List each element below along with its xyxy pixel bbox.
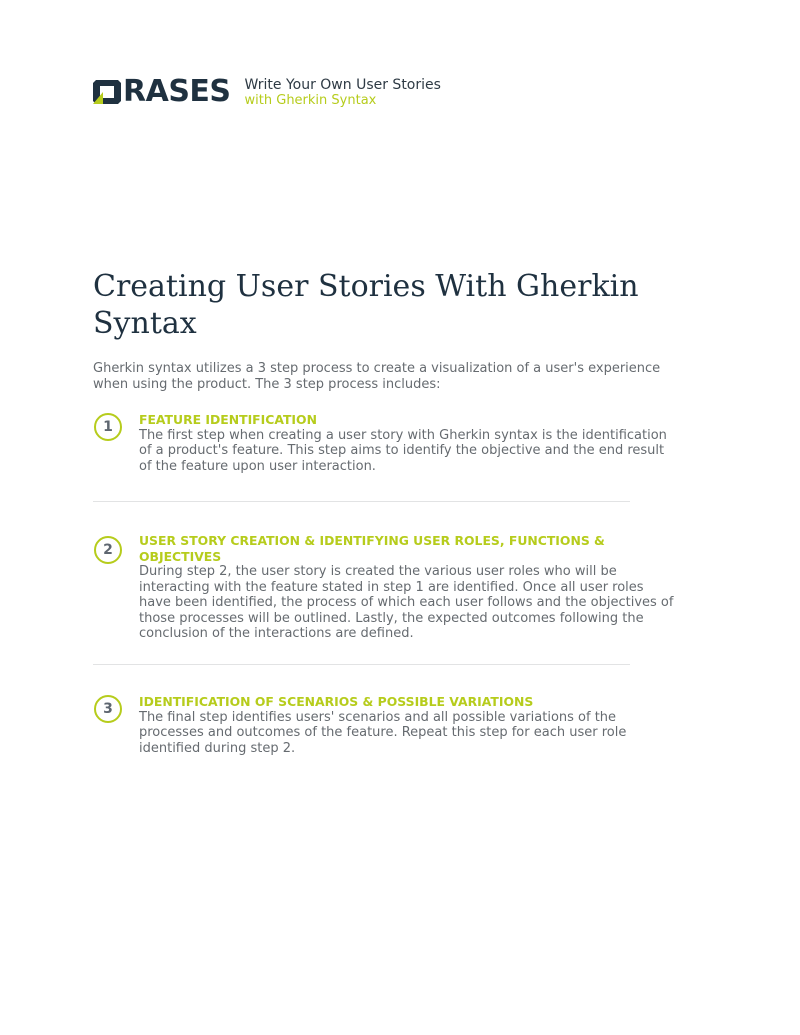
section-divider <box>93 501 630 502</box>
page-title: Creating User Stories With Gherkin Synta… <box>93 269 639 341</box>
document-tagline: Write Your Own User Stories with Gherkin… <box>244 77 441 109</box>
intro-paragraph: Gherkin syntax utilizes a 3 step process… <box>93 361 661 392</box>
step-number-badge: 1 <box>94 413 122 441</box>
logo-wordmark: RASES <box>123 74 231 109</box>
logo-mark-icon <box>93 79 121 104</box>
step-description: During step 2, the user story is created… <box>139 564 674 642</box>
step-heading: FEATURE IDENTIFICATION <box>139 412 317 427</box>
step-heading: USER STORY CREATION & IDENTIFYING USER R… <box>139 533 605 564</box>
step-2: 2 USER STORY CREATION & IDENTIFYING USER… <box>93 533 678 642</box>
step-description: The first step when creating a user stor… <box>139 427 667 474</box>
document-header: RASES Write Your Own User Stories with G… <box>93 74 441 109</box>
step-heading: IDENTIFICATION OF SCENARIOS & POSSIBLE V… <box>139 694 534 709</box>
section-divider <box>93 664 630 665</box>
step-1: 1 FEATURE IDENTIFICATION The first step … <box>93 412 678 474</box>
tagline-line-1: Write Your Own User Stories <box>244 77 441 93</box>
step-description: The final step identifies users' scenari… <box>139 709 627 756</box>
orases-logo: RASES <box>93 74 231 109</box>
step-3: 3 IDENTIFICATION OF SCENARIOS & POSSIBLE… <box>93 694 678 756</box>
step-number-badge: 3 <box>94 695 122 723</box>
tagline-line-2: with Gherkin Syntax <box>244 93 377 108</box>
step-number-badge: 2 <box>94 536 122 564</box>
